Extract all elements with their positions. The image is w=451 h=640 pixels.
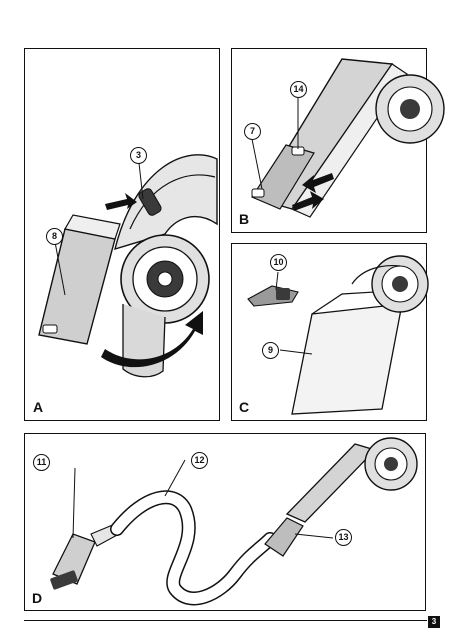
callout-14: 14 [290, 81, 307, 98]
panel-d-letter: D [32, 590, 43, 606]
figure-a-drawing [38, 154, 218, 378]
panel-b: 14 7 B [231, 48, 445, 233]
panel-c: 10 9 C [231, 243, 429, 421]
callout-3: 3 [130, 147, 147, 164]
callout-11: 11 [33, 454, 50, 471]
panel-c-letter: C [239, 399, 250, 415]
callout-7: 7 [244, 123, 261, 140]
callout-8: 8 [46, 228, 63, 245]
panel-a: 3 8 A [24, 48, 220, 421]
panel-d: 11 12 13 D [24, 433, 426, 611]
panel-a-letter: A [33, 399, 44, 415]
figure-c-drawing [247, 255, 429, 415]
footer-rule [24, 620, 427, 621]
figure-b-drawing [251, 58, 445, 218]
callout-9: 9 [262, 342, 279, 359]
page-number: 3 [428, 616, 440, 628]
figure-d-drawing [50, 437, 418, 606]
callout-13: 13 [335, 529, 352, 546]
callout-10: 10 [270, 254, 287, 271]
panel-b-letter: B [239, 211, 250, 227]
callout-12: 12 [191, 452, 208, 469]
